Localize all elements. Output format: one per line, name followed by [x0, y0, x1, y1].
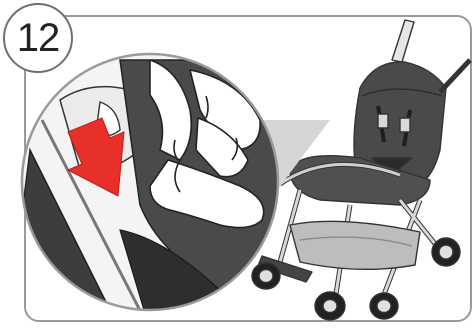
wheel-front-right — [315, 292, 345, 320]
step-badge: 12 — [3, 3, 73, 73]
strap-buckle-right — [400, 118, 410, 132]
wheel-front-left — [252, 263, 280, 289]
strap-buckle-left — [378, 114, 388, 128]
step-number: 12 — [17, 18, 60, 58]
basket — [290, 221, 420, 269]
wheel-rear-left — [432, 238, 460, 266]
wheel-rear-right — [370, 293, 398, 319]
